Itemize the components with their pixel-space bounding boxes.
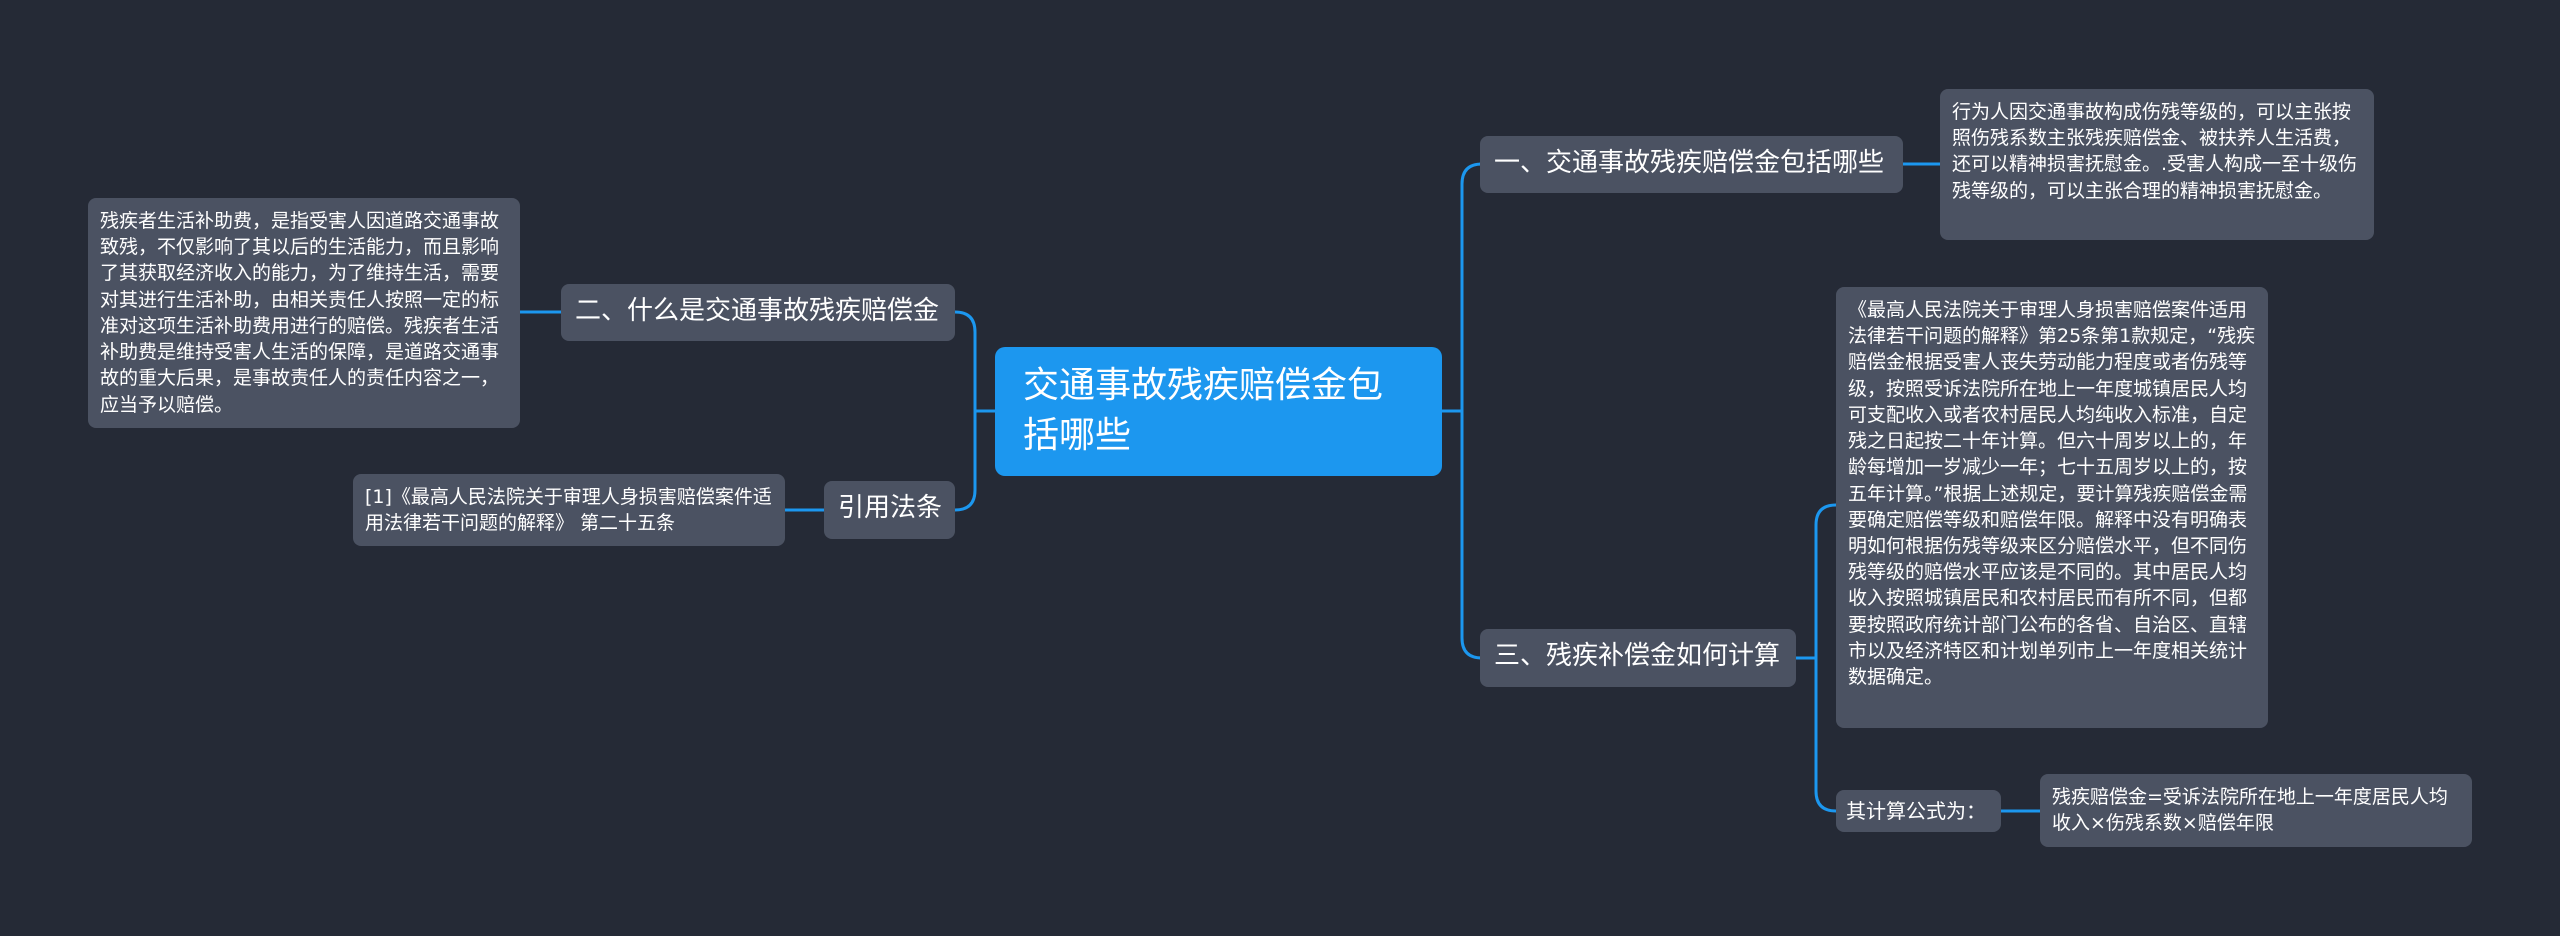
formula-label-text: 其计算公式为： bbox=[1846, 799, 1986, 823]
root-topic[interactable]: 交通事故残疾赔偿金包括哪些 bbox=[995, 347, 1442, 476]
formula-value[interactable]: 残疾赔偿金=受诉法院所在地上一年度居民人均收入×伤残系数×赔偿年限 bbox=[2040, 774, 2472, 847]
link-b3-formula bbox=[1814, 656, 1838, 813]
detail-cited-law[interactable]: [1]《最高人民法院关于审理人身损害赔偿案件适用法律若干问题的解释》 第二十五条 bbox=[353, 474, 785, 546]
detail-what-included-text: 行为人因交通事故构成伤残等级的，可以主张按照伤残系数主张残疾赔偿金、被扶养人生活… bbox=[1952, 101, 2358, 202]
branch-cited-law[interactable]: 引用法条 bbox=[824, 481, 955, 539]
link-root-b1 bbox=[1440, 162, 1483, 413]
detail-what-included[interactable]: 行为人因交通事故构成伤残等级的，可以主张按照伤残系数主张残疾赔偿金、被扶养人生活… bbox=[1940, 89, 2374, 240]
detail-what-is[interactable]: 残疾者生活补助费，是指受害人因道路交通事故致残，不仅影响了其以后的生活能力，而且… bbox=[88, 198, 520, 428]
branch-what-included[interactable]: 一、交通事故残疾赔偿金包括哪些 bbox=[1480, 136, 1903, 193]
detail-what-is-text: 残疾者生活补助费，是指受害人因道路交通事故致残，不仅影响了其以后的生活能力，而且… bbox=[100, 210, 500, 416]
link-root-b3 bbox=[1460, 409, 1483, 660]
detail-calculation-rules[interactable]: 《最高人民法院关于审理人身损害赔偿案件适用法律若干问题的解释》第25条第1款规定… bbox=[1836, 287, 2268, 728]
branch-what-is[interactable]: 二、什么是交通事故残疾赔偿金 bbox=[561, 284, 955, 341]
formula-value-text: 残疾赔偿金=受诉法院所在地上一年度居民人均收入×伤残系数×赔偿年限 bbox=[2052, 786, 2448, 835]
root-topic-label: 交通事故残疾赔偿金包括哪些 bbox=[1023, 365, 1384, 457]
branch-how-to-calculate-label: 三、残疾补偿金如何计算 bbox=[1494, 641, 1781, 671]
branch-cited-law-label: 引用法条 bbox=[838, 493, 943, 523]
formula-label[interactable]: 其计算公式为： bbox=[1836, 790, 2001, 832]
branch-how-to-calculate[interactable]: 三、残疾补偿金如何计算 bbox=[1480, 629, 1796, 687]
detail-calculation-rules-text: 《最高人民法院关于审理人身损害赔偿案件适用法律若干问题的解释》第25条第1款规定… bbox=[1848, 299, 2256, 689]
link-root-law bbox=[953, 409, 977, 512]
link-root-b2 bbox=[953, 310, 977, 413]
link-b3-detail bbox=[1814, 503, 1838, 660]
branch-what-is-label: 二、什么是交通事故残疾赔偿金 bbox=[575, 296, 940, 326]
detail-cited-law-text: [1]《最高人民法院关于审理人身损害赔偿案件适用法律若干问题的解释》 第二十五条 bbox=[365, 486, 772, 535]
branch-what-included-label: 一、交通事故残疾赔偿金包括哪些 bbox=[1494, 148, 1885, 178]
